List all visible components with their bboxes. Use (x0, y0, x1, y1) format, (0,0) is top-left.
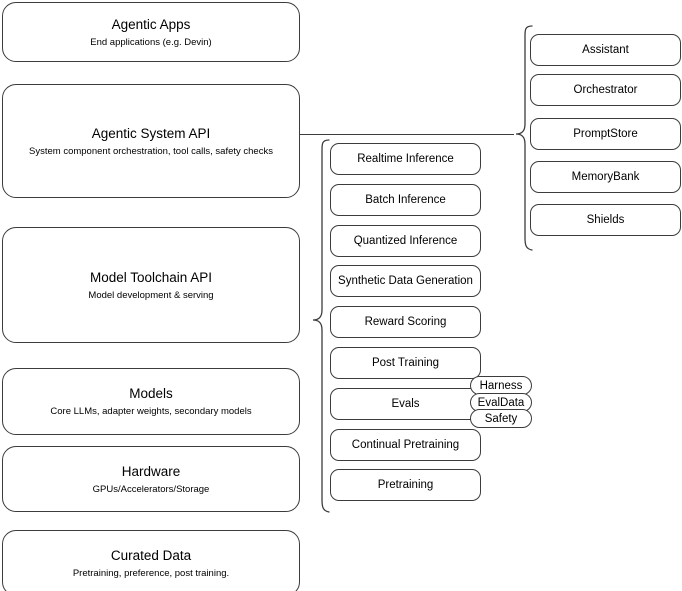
toolchain-label: Post Training (371, 357, 440, 369)
layer-title: Model Toolchain API (89, 269, 213, 285)
system-component-label: MemoryBank (571, 171, 640, 183)
system-component-label: Orchestrator (573, 84, 638, 96)
layer-box-agentic-system-api[interactable]: Agentic System API System component orch… (2, 84, 300, 198)
layer-title: Hardware (121, 463, 181, 479)
toolchain-box-quantized-inference[interactable]: Quantized Inference (330, 225, 481, 257)
layer-title: Agentic Apps (111, 16, 191, 32)
layer-subtitle: System component orchestration, tool cal… (29, 145, 273, 157)
toolchain-label: Batch Inference (365, 194, 446, 206)
brace-system-components (509, 24, 535, 252)
connector-line-system-api-to-components (300, 134, 514, 135)
toolchain-label: Quantized Inference (353, 235, 458, 247)
layer-subtitle: GPUs/Accelerators/Storage (92, 483, 210, 495)
system-component-label: Shields (586, 214, 625, 226)
layer-title: Agentic System API (91, 125, 211, 141)
eval-pill-label: Safety (484, 412, 518, 425)
toolchain-box-batch-inference[interactable]: Batch Inference (330, 184, 481, 216)
layer-subtitle: End applications (e.g. Devin) (90, 36, 212, 48)
system-component-box-assistant[interactable]: Assistant (530, 34, 681, 66)
toolchain-box-post-training[interactable]: Post Training (330, 347, 481, 379)
toolchain-label: Continual Pretraining (351, 439, 460, 451)
eval-pill-label: Harness (479, 379, 523, 392)
layer-box-models[interactable]: Models Core LLMs, adapter weights, secon… (2, 368, 300, 435)
layer-subtitle: Model development & serving (88, 289, 214, 301)
system-component-box-orchestrator[interactable]: Orchestrator (530, 74, 681, 106)
layer-box-curated-data[interactable]: Curated Data Pretraining, preference, po… (2, 530, 300, 591)
toolchain-box-realtime-inference[interactable]: Realtime Inference (330, 143, 481, 175)
toolchain-label: Reward Scoring (364, 316, 447, 328)
layer-box-agentic-apps[interactable]: Agentic Apps End applications (e.g. Devi… (2, 2, 300, 62)
toolchain-box-pretraining[interactable]: Pretraining (330, 469, 481, 501)
layer-box-hardware[interactable]: Hardware GPUs/Accelerators/Storage (2, 446, 300, 512)
brace-toolchain (304, 138, 332, 514)
eval-pill-label: EvalData (477, 396, 525, 409)
layer-title: Curated Data (110, 547, 192, 563)
system-component-label: PromptStore (573, 128, 638, 140)
toolchain-box-evals[interactable]: Evals (330, 388, 481, 420)
toolchain-box-continual-pretraining[interactable]: Continual Pretraining (330, 429, 481, 461)
layer-box-model-toolchain-api[interactable]: Model Toolchain API Model development & … (2, 227, 300, 343)
system-component-box-promptstore[interactable]: PromptStore (530, 118, 681, 150)
system-component-box-shields[interactable]: Shields (530, 204, 681, 236)
toolchain-box-synthetic-data-generation[interactable]: Synthetic Data Generation (330, 265, 481, 297)
layer-title: Models (129, 386, 173, 401)
eval-pill-safety[interactable]: Safety (470, 409, 532, 428)
system-component-label: Assistant (582, 44, 629, 56)
layer-subtitle: Pretraining, preference, post training. (72, 567, 230, 579)
layer-subtitle: Core LLMs, adapter weights, secondary mo… (50, 406, 252, 417)
system-component-box-memorybank[interactable]: MemoryBank (530, 161, 681, 193)
toolchain-box-reward-scoring[interactable]: Reward Scoring (330, 306, 481, 338)
toolchain-label: Pretraining (377, 479, 434, 491)
toolchain-label: Evals (391, 398, 420, 410)
toolchain-label: Synthetic Data Generation (338, 275, 473, 287)
toolchain-label: Realtime Inference (357, 153, 454, 165)
eval-pill-evaldata[interactable]: EvalData (470, 393, 532, 412)
